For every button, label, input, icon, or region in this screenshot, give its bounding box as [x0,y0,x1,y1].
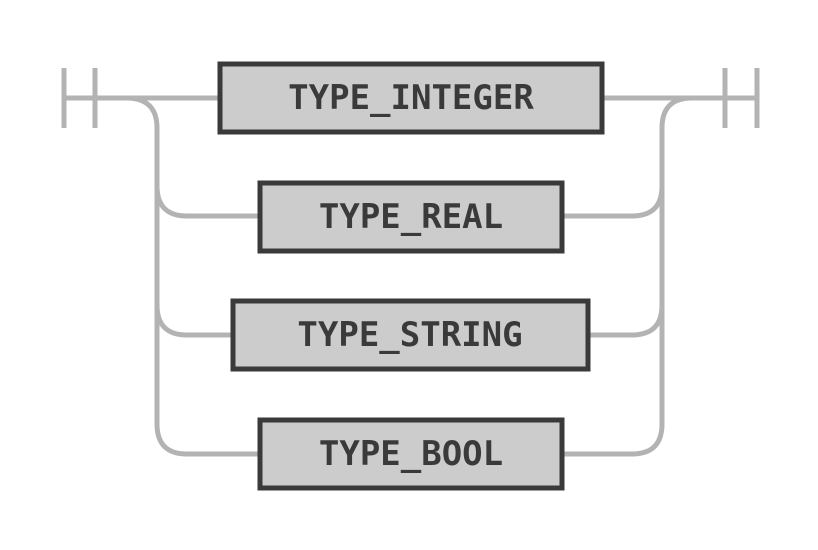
left-branch-string [154,304,235,338]
right-branch-string [588,304,665,338]
terminal-label-real: TYPE_REAL [319,197,503,237]
right-branch-real [562,185,665,219]
terminal-type-real: TYPE_REAL [257,180,565,254]
left-branch-curve [125,95,160,424]
left-branch-real [154,185,262,219]
terminal-type-string: TYPE_STRING [230,298,591,372]
terminal-type-integer: TYPE_INTEGER [217,61,605,135]
right-branch-bool [562,423,665,457]
rails [64,95,757,457]
terminal-label-integer: TYPE_INTEGER [288,78,534,118]
left-branch-bool [154,423,262,457]
terminal-type-bool: TYPE_BOOL [257,417,565,491]
terminal-label-string: TYPE_STRING [297,315,522,355]
terminal-label-bool: TYPE_BOOL [319,434,503,474]
right-branch-curve [659,95,725,424]
